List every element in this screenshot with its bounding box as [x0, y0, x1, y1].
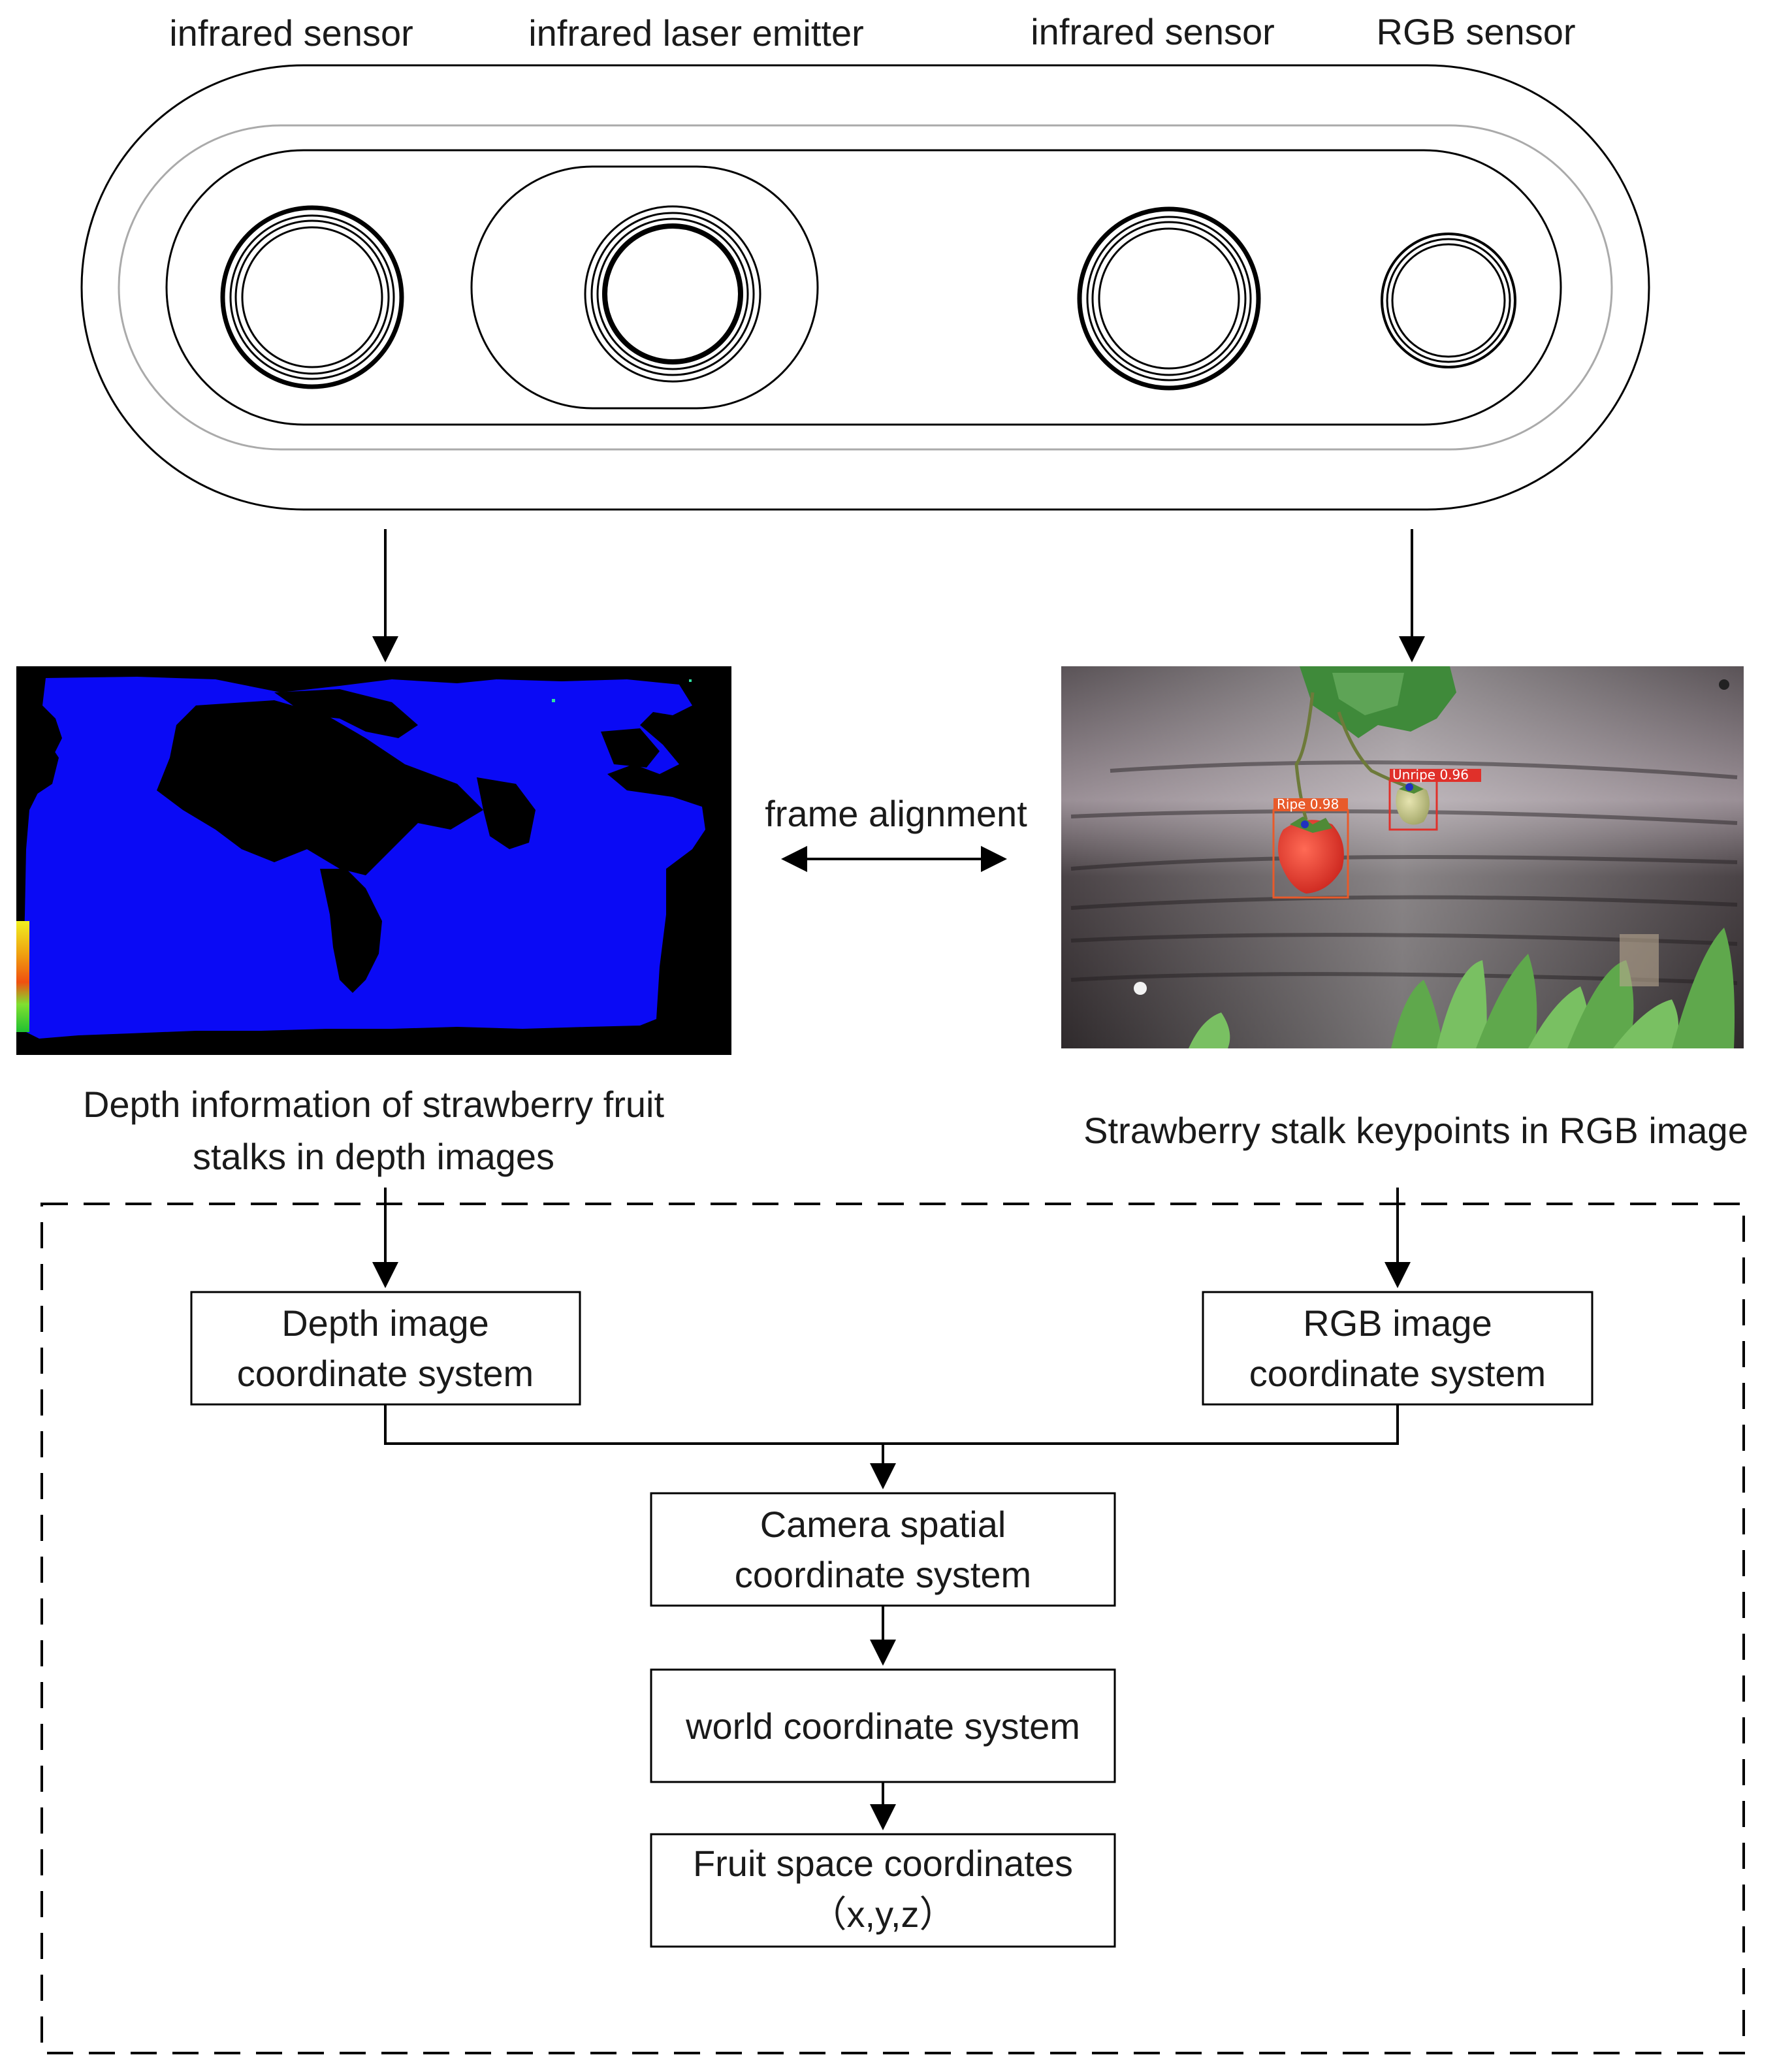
- depth-black-streak-2: [477, 777, 536, 849]
- camera-box-line2: coordinate system: [735, 1554, 1031, 1595]
- merge-connector: [384, 1404, 1399, 1445]
- rgb-box-line2: coordinate system: [1249, 1353, 1546, 1394]
- depth-box-line2: coordinate system: [237, 1353, 534, 1394]
- label-rgb-sensor: RGB sensor: [1377, 11, 1576, 52]
- label-infrared-sensor-left: infrared sensor: [169, 12, 413, 54]
- unripe-strawberry: [1396, 785, 1430, 825]
- depth-rainbow-edge: [16, 921, 29, 1032]
- camera-spatial-coordinate-box: Camera spatial coordinate system: [650, 1492, 1116, 1607]
- world-box-line1: world coordinate system: [685, 1706, 1080, 1747]
- depth-black-streak: [320, 869, 382, 993]
- rgb-box-line1: RGB image: [1303, 1303, 1492, 1344]
- ripe-detection-label: Ripe 0.98: [1277, 796, 1339, 812]
- weeds-bottom: [1189, 928, 1735, 1048]
- depth-caption-line1: Depth information of strawberry fruit: [83, 1084, 665, 1125]
- coordinate-transform-frame: [40, 1203, 1745, 2054]
- leaf-top-light: [1332, 673, 1404, 715]
- camera-inner-ring: [118, 124, 1613, 451]
- depth-black-hole-mid: [274, 689, 418, 738]
- label-frame-alignment: frame alignment: [765, 793, 1027, 834]
- label-infrared-sensor-right: infrared sensor: [1031, 11, 1275, 52]
- emitter-housing: [470, 165, 819, 410]
- depth-box-line1: Depth image: [281, 1303, 489, 1344]
- camera-box-line1: Camera spatial: [760, 1504, 1006, 1545]
- depth-caption-line2: stalks in depth images: [193, 1136, 554, 1177]
- rgb-image: Ripe 0.98 Unripe 0.96: [1061, 666, 1744, 1048]
- rgb-sensor-lens: [1381, 233, 1516, 368]
- ripe-strawberry: [1277, 820, 1344, 894]
- label-laser-emitter: infrared laser emitter: [528, 12, 864, 54]
- fruit-box-line2: （x,y,z）: [810, 1894, 956, 1935]
- infrared-sensor-right-lens: [1077, 206, 1261, 391]
- laser-emitter-lens: [584, 205, 761, 383]
- world-coordinate-box: world coordinate system: [650, 1668, 1116, 1783]
- unripe-keypoint: [1405, 783, 1413, 791]
- depth-image: [16, 666, 731, 1055]
- camera-front-panel: [165, 149, 1562, 426]
- depth-black-left: [16, 732, 59, 803]
- depth-image-coordinate-box: Depth image coordinate system: [190, 1291, 581, 1406]
- depth-black-hole-top: [157, 700, 483, 875]
- unripe-detection-label: Unripe 0.96: [1392, 767, 1469, 783]
- fruit-space-coordinate-box: Fruit space coordinates （x,y,z）: [650, 1833, 1116, 1948]
- stem-unripe: [1337, 711, 1410, 789]
- camera-outer-body: [80, 64, 1650, 511]
- depth-camera: infrared sensor infrared laser emitter i…: [80, 11, 1650, 511]
- fruit-box-line1: Fruit space coordinates: [693, 1843, 1073, 1884]
- rgb-image-coordinate-box: RGB image coordinate system: [1202, 1291, 1593, 1406]
- infrared-sensor-left-lens: [220, 205, 404, 389]
- rgb-caption: Strawberry stalk keypoints in RGB image: [1083, 1110, 1748, 1151]
- depth-black-right-notch: [601, 728, 660, 768]
- ripe-keypoint: [1301, 820, 1309, 828]
